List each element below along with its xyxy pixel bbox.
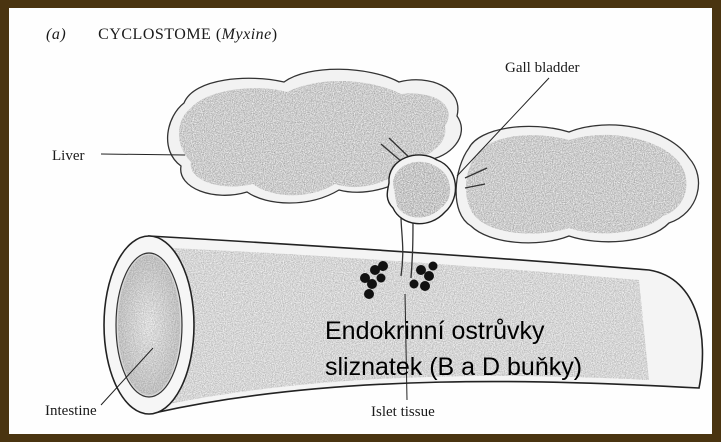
figure-panel: (a) CYCLOSTOME (Myxine) Liver Gall bladde… [9,8,712,434]
islet-tissue-label: Islet tissue [371,404,435,421]
intestine-label: Intestine [45,403,97,420]
islet-cell [378,261,388,271]
islet-cell [429,262,438,271]
islet-cell [424,271,434,281]
panel-tag: (a) [46,26,66,43]
islet-cell [364,289,374,299]
caption-overlay: Endokrinní ostrůvky sliznatek (B a D buň… [325,313,582,385]
title-close: ) [272,26,278,43]
title-main: CYCLOSTOME ( [98,26,222,43]
figure-title: (a) CYCLOSTOME (Myxine) [46,26,278,44]
islet-cell [367,279,377,289]
caption-line-1: Endokrinní ostrůvky [325,313,582,349]
caption-line-2: sliznatek (B a D buňky) [325,349,582,385]
gall-bladder-label: Gall bladder [505,60,580,77]
gall-bladder-drawing [387,155,455,224]
islet-cell [416,265,426,275]
islet-cell [420,281,430,291]
islet-cell [377,274,386,283]
islet-cell [410,280,419,289]
title-genus: Myxine [222,26,272,43]
liver-label: Liver [52,148,84,165]
liver-right-lobe [456,125,698,243]
